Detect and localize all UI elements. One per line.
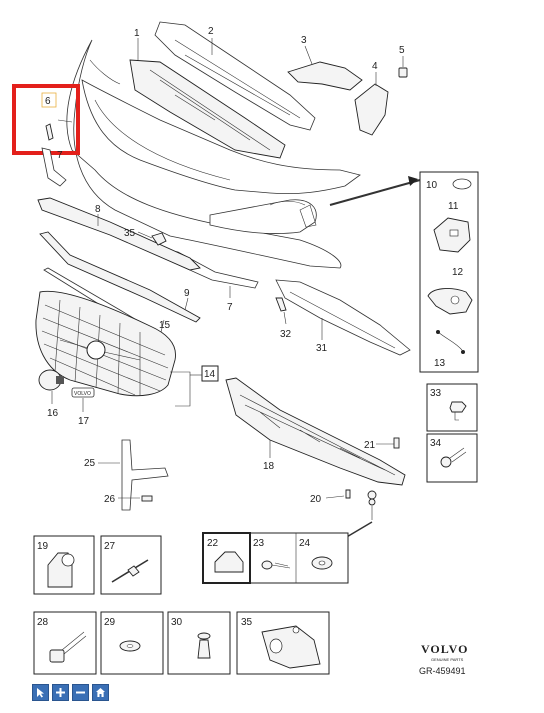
- part-21-clip[interactable]: 21: [364, 437, 400, 451]
- part-3-bracket[interactable]: 3: [287, 35, 363, 91]
- brand-tagline: GENUINE PARTS: [431, 657, 464, 662]
- callout-12: 12: [452, 267, 464, 278]
- callout-2: 2: [208, 26, 214, 37]
- part-17-badge[interactable]: VOLVO 17: [71, 387, 95, 427]
- part-20-screw[interactable]: 20: [310, 489, 351, 505]
- part-33-box[interactable]: 33: [426, 383, 478, 432]
- callout-23: 23: [253, 538, 265, 549]
- callout-8: 8: [95, 204, 101, 215]
- callout-14: 14: [204, 369, 216, 380]
- part-16-emblem-base[interactable]: 16: [38, 369, 64, 419]
- cursor-icon[interactable]: [32, 684, 49, 701]
- bumper-cover[interactable]: [66, 39, 361, 269]
- callout-11: 11: [448, 201, 459, 212]
- part-26-bolt[interactable]: 26: [104, 494, 153, 505]
- callout-31: 31: [316, 343, 328, 354]
- part-31-lower-trim[interactable]: 31: [275, 279, 411, 356]
- callout-22: 22: [207, 538, 219, 549]
- part-4-bracket[interactable]: 4: [354, 61, 389, 136]
- callout-13: 13: [434, 358, 446, 369]
- part-8-grille-frame[interactable]: 8: [37, 197, 201, 271]
- callout-29: 29: [104, 617, 116, 628]
- zoom-in-icon[interactable]: [52, 684, 69, 701]
- part-5-clip[interactable]: 5: [398, 45, 408, 78]
- part-25-bracket[interactable]: 25: [84, 439, 169, 511]
- fastener-stack: [344, 490, 377, 539]
- volvo-brand-block: VOLVO GENUINE PARTS GR-459491: [419, 642, 468, 676]
- callout-35b: 35: [241, 617, 253, 628]
- parts-22-24-box[interactable]: 22 23 24: [202, 532, 349, 584]
- part-30-box[interactable]: 30: [167, 611, 231, 675]
- part-35-clip[interactable]: 35: [124, 228, 167, 246]
- brand-logo: VOLVO: [421, 642, 468, 656]
- reference-code: GR-459491: [419, 666, 466, 676]
- callout-21: 21: [364, 440, 376, 451]
- callout-10: 10: [426, 180, 438, 191]
- callout-15: 15: [159, 320, 171, 331]
- callout-30: 30: [171, 617, 183, 628]
- part-2-reinforcement[interactable]: 2: [154, 21, 316, 131]
- part-29-box[interactable]: 29: [100, 611, 164, 675]
- callout-19: 19: [37, 541, 49, 552]
- part-19-box[interactable]: 19: [33, 535, 95, 595]
- callout-25: 25: [84, 458, 96, 469]
- viewer-toolbar: [32, 684, 109, 701]
- part-35-box[interactable]: 35: [236, 611, 330, 675]
- callout-7b: 7: [227, 302, 233, 313]
- part-18-lower-grille[interactable]: 18: [225, 377, 406, 486]
- callout-28: 28: [37, 617, 49, 628]
- part-34-box[interactable]: 34: [426, 433, 478, 483]
- callout-18: 18: [263, 461, 275, 472]
- part-14-grille[interactable]: 14: [35, 290, 219, 407]
- callout-26: 26: [104, 494, 116, 505]
- part-28-box[interactable]: 28: [33, 611, 97, 675]
- callout-5: 5: [399, 45, 405, 56]
- part-7-left-trim[interactable]: 7: [41, 147, 67, 187]
- part-32-clip[interactable]: 32: [275, 297, 292, 340]
- part-27-box[interactable]: 27: [100, 535, 162, 595]
- home-icon[interactable]: [92, 684, 109, 701]
- callout-20: 20: [310, 494, 322, 505]
- callout-16: 16: [47, 408, 59, 419]
- callout-9: 9: [184, 288, 190, 299]
- callout-7a: 7: [57, 150, 63, 161]
- callout-32: 32: [280, 329, 292, 340]
- callout-3: 3: [301, 35, 307, 46]
- callout-4: 4: [372, 61, 378, 72]
- zoom-out-icon[interactable]: [72, 684, 89, 701]
- callout-6: 6: [45, 96, 51, 107]
- badge-text: VOLVO: [74, 391, 91, 397]
- callout-27: 27: [104, 541, 116, 552]
- callout-1: 1: [134, 28, 140, 39]
- part-1-absorber[interactable]: 1: [129, 28, 286, 159]
- callout-17: 17: [78, 416, 90, 427]
- callout-24: 24: [299, 538, 311, 549]
- callout-35a: 35: [124, 228, 136, 239]
- callout-34: 34: [430, 438, 442, 449]
- kit-box-10-13[interactable]: 10 11 12 13: [329, 171, 479, 373]
- callout-33: 33: [430, 388, 442, 399]
- part-9-strip[interactable]: 9: [39, 231, 201, 323]
